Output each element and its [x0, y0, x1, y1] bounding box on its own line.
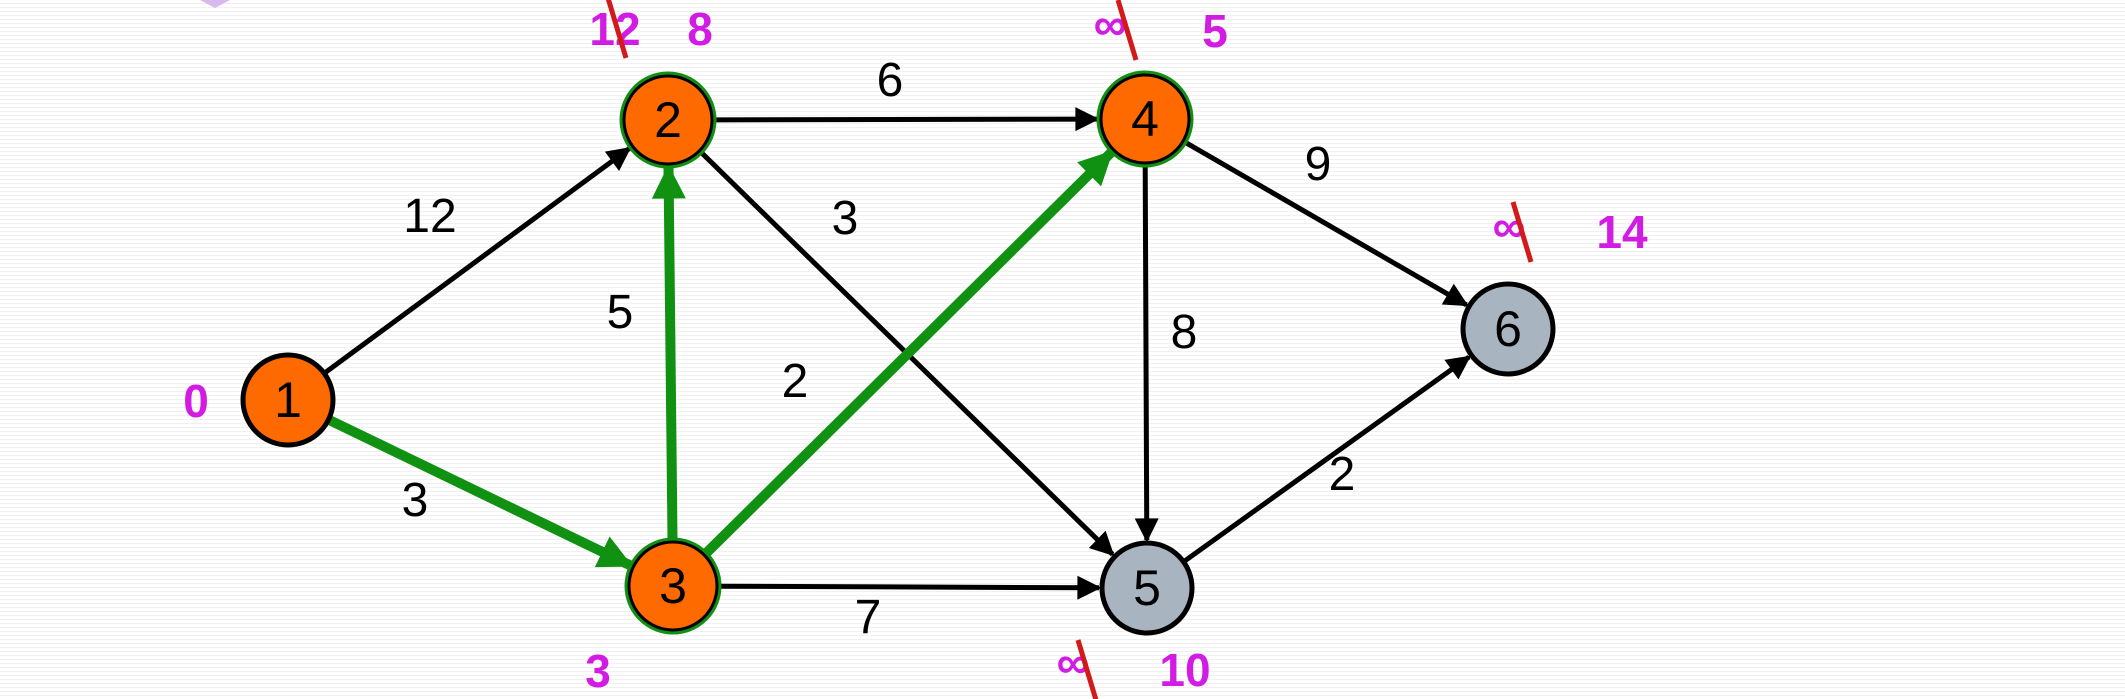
edge-weight-label: 3 — [832, 192, 859, 245]
edge-5-6: 2 — [1183, 354, 1471, 563]
edge-weight-label: 9 — [1305, 138, 1332, 191]
node-circle — [625, 538, 721, 634]
edge-weight-label: 5 — [607, 286, 634, 339]
node-3[interactable]: 3 — [624, 537, 722, 635]
edge-line — [1184, 140, 1469, 308]
node-label: 6 — [1494, 301, 1522, 357]
edge-weight-label: 3 — [402, 474, 429, 527]
node-1[interactable]: 1 — [240, 352, 336, 448]
edge-line — [324, 146, 632, 375]
current-distance-label: 5 — [1202, 5, 1228, 57]
node-5[interactable]: 5 — [1099, 540, 1195, 636]
relaxed-edge-line — [651, 164, 686, 540]
node-circle — [1460, 281, 1556, 377]
node-label: 4 — [1131, 91, 1159, 147]
edge-4-6: 9 — [1184, 138, 1469, 308]
node-6[interactable]: 6 — [1460, 281, 1556, 377]
edge-1-3: 3 — [328, 415, 633, 570]
current-distance-label: 14 — [1596, 206, 1648, 258]
node-highlight-ring — [624, 537, 722, 635]
current-distance-label: 8 — [687, 3, 713, 55]
node-label: 2 — [654, 92, 682, 148]
strikethrough-mark — [1115, 0, 1139, 61]
edge-weight-label: 7 — [855, 591, 882, 644]
node-label: 3 — [659, 558, 687, 614]
edge-weight-label: 12 — [403, 190, 456, 243]
relaxed-edge-line — [328, 415, 633, 570]
edge-line — [714, 107, 1100, 132]
strikethrough-mark — [605, 0, 629, 59]
edge-4-5: 8 — [1134, 165, 1198, 543]
edge-weight-label: 6 — [877, 54, 904, 107]
edges-layer: 12 3 6 3 5 2 7 9 8 2 — [324, 54, 1471, 644]
edge-weight-label: 8 — [1171, 306, 1198, 359]
edge-3-5: 7 — [719, 575, 1102, 644]
edge-weight-label: 2 — [782, 355, 809, 408]
strikethrough-mark — [1510, 201, 1534, 263]
edge-2-4: 6 — [714, 54, 1100, 132]
node-highlight-ring — [1096, 70, 1194, 168]
strikethrough-mark — [1075, 639, 1099, 699]
node-2[interactable]: 2 — [619, 71, 717, 169]
node-4[interactable]: 4 — [1096, 70, 1194, 168]
edge-3-2: 5 — [607, 164, 686, 540]
edge-line — [719, 575, 1102, 600]
corner-diamond-icon — [200, 0, 230, 8]
edge-1-2: 12 — [324, 146, 632, 375]
edge-weight-label: 2 — [1329, 448, 1356, 501]
edge-line — [1134, 165, 1159, 543]
current-distance-label: 10 — [1159, 644, 1210, 696]
edge-line — [1183, 354, 1471, 563]
node-circle — [1099, 540, 1195, 636]
current-distance-label: 3 — [585, 645, 611, 697]
node-circle — [240, 352, 336, 448]
distance-node-4: ∞5 — [1094, 0, 1228, 61]
node-label: 5 — [1133, 560, 1161, 616]
relaxed-edge-line — [702, 149, 1115, 557]
current-distance-label: 0 — [183, 375, 209, 427]
distance-labels-layer: 01283∞5∞10∞14 — [183, 0, 1648, 699]
edge-3-4: 2 — [702, 149, 1115, 557]
node-label: 1 — [274, 372, 302, 428]
node-highlight-ring — [619, 71, 717, 169]
node-circle — [1097, 71, 1193, 167]
distance-node-1: 0 — [183, 375, 209, 427]
distance-node-5: ∞10 — [1057, 636, 1211, 699]
distance-node-6: ∞14 — [1493, 200, 1648, 263]
distance-node-3: 3 — [585, 645, 611, 697]
distance-node-2: 128 — [589, 0, 713, 59]
node-circle — [620, 72, 716, 168]
